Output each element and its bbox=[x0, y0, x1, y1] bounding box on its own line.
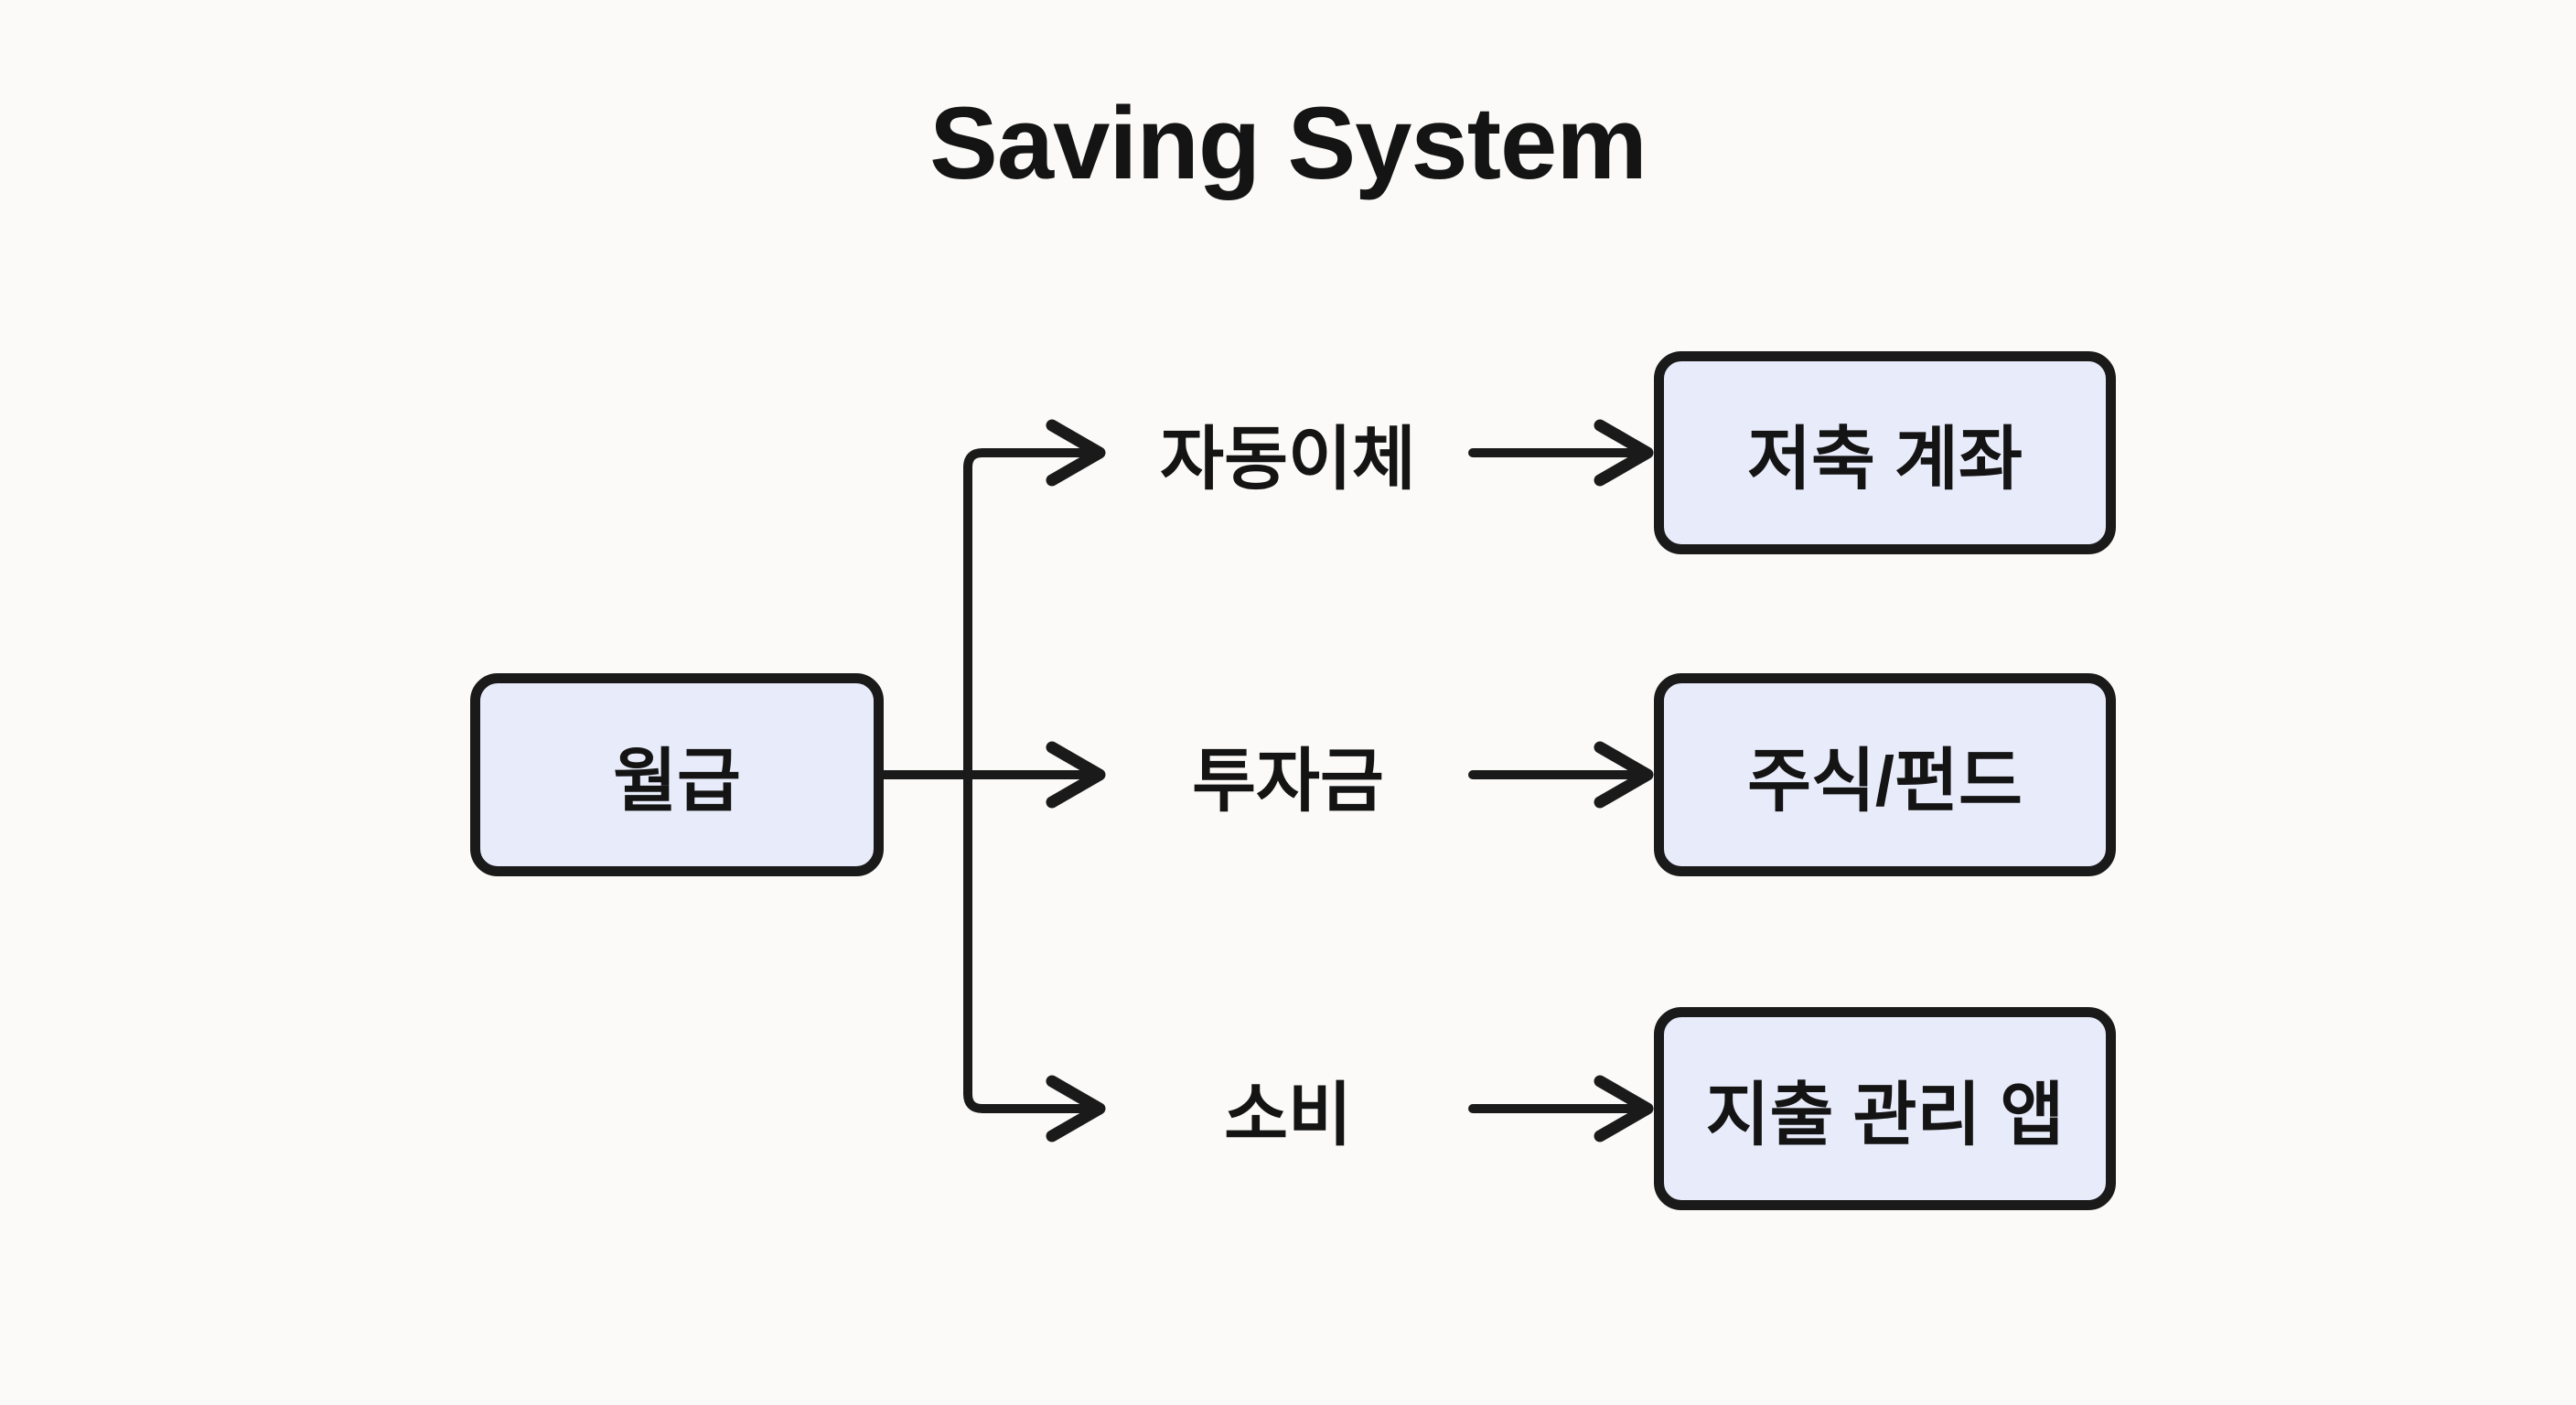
arrowhead bbox=[1046, 1075, 1106, 1142]
page-title: Saving System bbox=[929, 86, 1648, 200]
branch-label-auto-transfer: 자동이체 bbox=[1160, 421, 1416, 499]
arrowhead bbox=[1046, 741, 1106, 809]
savings-account-node: 저축 계좌 bbox=[1654, 351, 2116, 554]
branch-label-investment: 투자금 bbox=[1192, 743, 1384, 820]
stocks-funds-node: 주식/펀드 bbox=[1654, 673, 2116, 876]
arrowhead bbox=[1594, 419, 1654, 487]
arrowhead bbox=[1594, 741, 1654, 809]
branch-label-spending: 소비 bbox=[1224, 1077, 1352, 1154]
salary-node: 월급 bbox=[470, 673, 884, 876]
expense-app-node: 지출 관리 앱 bbox=[1654, 1007, 2116, 1210]
arrowhead bbox=[1594, 1075, 1654, 1142]
trunk-connector bbox=[963, 448, 1097, 1113]
arrowhead bbox=[1046, 419, 1106, 487]
